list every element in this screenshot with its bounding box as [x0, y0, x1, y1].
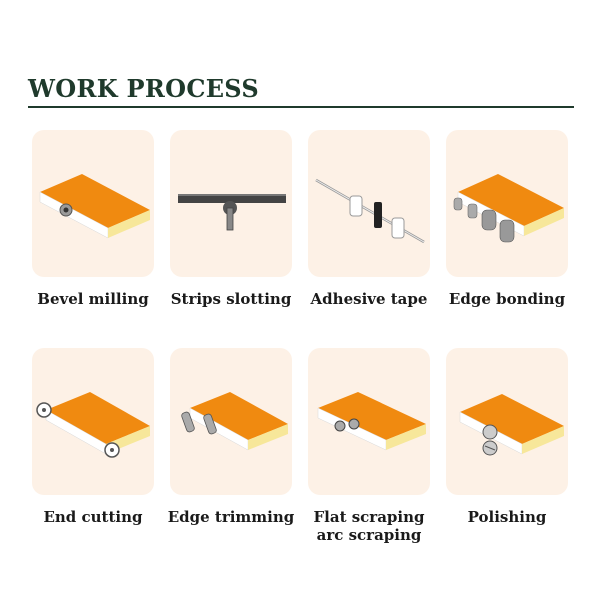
process-step-polishing: Polishing	[446, 348, 570, 566]
flat-arc-scraping-icon	[308, 348, 430, 495]
process-step-edge-bonding: Edge bonding	[446, 130, 570, 348]
process-step-flat-arc-scraping: Flat scraping arc scraping	[308, 348, 432, 566]
step-label: Adhesive tape	[310, 290, 428, 308]
title-divider	[28, 106, 574, 108]
step-label: Bevel milling	[37, 290, 149, 308]
polishing-icon	[446, 348, 568, 495]
edge-trimming-icon	[170, 348, 292, 495]
step-label: Polishing	[467, 508, 547, 526]
step-label: Edge bonding	[448, 290, 566, 308]
step-label: Strips slotting	[170, 290, 292, 308]
adhesive-tape-icon	[308, 130, 430, 277]
process-step-bevel-milling: Bevel milling	[32, 130, 156, 348]
process-step-end-cutting: End cutting	[32, 348, 156, 566]
step-label: End cutting	[43, 508, 143, 526]
process-grid: Bevel milling Strips slotting Adhesive t…	[32, 130, 570, 566]
process-step-strips-slotting: Strips slotting	[170, 130, 294, 348]
process-step-adhesive-tape: Adhesive tape	[308, 130, 432, 348]
page-title: WORK PROCESS	[28, 74, 260, 103]
end-cutting-icon	[32, 348, 154, 495]
strips-slotting-icon	[170, 130, 292, 277]
step-label: Edge trimming	[167, 508, 295, 526]
edge-bonding-icon	[446, 130, 568, 277]
process-step-edge-trimming: Edge trimming	[168, 348, 294, 566]
step-label: Flat scraping arc scraping	[313, 508, 425, 544]
bevel-milling-icon	[32, 130, 154, 277]
